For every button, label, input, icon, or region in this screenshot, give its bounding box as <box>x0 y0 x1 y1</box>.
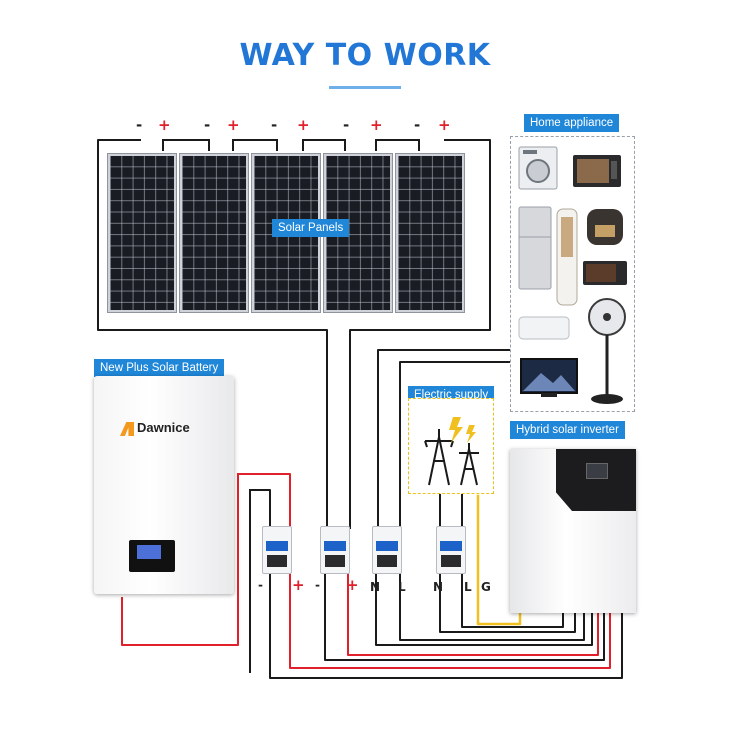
battery-lcd <box>137 545 161 559</box>
battery-label: New Plus Solar Battery <box>94 359 225 377</box>
terminal-b4-g: G <box>481 580 491 594</box>
wall-ac-icon <box>518 316 570 340</box>
solar-panel-5 <box>396 154 464 312</box>
terminal-b1-neg: - <box>258 578 263 592</box>
battery-to-bottom-red <box>121 473 239 646</box>
oven-icon <box>573 155 621 187</box>
panel-4-pos: + <box>370 116 383 134</box>
panel-5-neg: - <box>414 116 421 134</box>
panel-1-neg: - <box>136 116 143 134</box>
solar-battery: Dawnice <box>94 376 234 594</box>
panel-jumper-1 <box>162 139 210 151</box>
terminal-b1-pos: + <box>292 576 305 594</box>
terminal-b4-l: L <box>464 580 472 594</box>
refrigerator-icon <box>518 206 552 290</box>
solar-panel-1 <box>108 154 176 312</box>
tv-icon <box>520 358 578 397</box>
dawnice-logo-icon <box>120 422 134 436</box>
rice-cooker-icon <box>587 209 623 245</box>
battery-wire-neg <box>249 489 271 673</box>
battery-display <box>129 540 175 572</box>
panel-5-pos: + <box>438 116 451 134</box>
bus-black-2 <box>324 573 605 661</box>
panel-4-neg: - <box>343 116 350 134</box>
terminal-b2-pos: + <box>346 576 359 594</box>
terminal-b4-n: N <box>433 580 444 594</box>
home-appliance-label: Home appliance <box>524 114 620 132</box>
bus-l1 <box>399 573 585 641</box>
bus-l2 <box>461 573 564 628</box>
breaker-grid <box>436 526 466 574</box>
terminal-b3-n: N <box>370 580 381 594</box>
bus-black-1 <box>269 573 623 679</box>
electric-supply-box <box>408 398 494 494</box>
solar-panels-label: Solar Panels <box>272 219 350 237</box>
bus-red-2 <box>347 573 599 656</box>
panel-jumper-4 <box>375 139 420 151</box>
battery-wire-pos <box>237 473 291 529</box>
panel-string-left <box>97 139 328 529</box>
lightning-icon <box>449 417 463 443</box>
air-conditioner-tower-icon <box>556 208 578 306</box>
breaker-load <box>372 526 402 574</box>
appliance-feed-1 <box>377 349 513 529</box>
hybrid-inverter <box>510 449 636 613</box>
bus-n2 <box>439 573 576 633</box>
bus-ground <box>476 494 522 626</box>
breaker-pv <box>320 526 350 574</box>
inverter-label: Hybrid solar inverter <box>510 421 625 439</box>
panel-1-pos: + <box>158 116 171 134</box>
appliance-feed-2 <box>399 361 513 529</box>
panel-jumper-3 <box>302 139 346 151</box>
bus-n1 <box>375 573 593 646</box>
panel-3-neg: - <box>271 116 278 134</box>
page-title: WAY TO WORK <box>239 38 491 73</box>
fan-icon <box>588 298 626 404</box>
breaker-battery <box>262 526 292 574</box>
microwave-icon <box>583 261 627 285</box>
washing-machine-icon <box>518 146 558 190</box>
panel-3-pos: + <box>297 116 310 134</box>
inverter-display <box>586 463 608 479</box>
inverter-front-panel <box>556 449 636 511</box>
terminal-b3-l: L <box>398 580 406 594</box>
appliance-icons <box>518 146 627 404</box>
lightning-icon <box>466 425 476 443</box>
solar-panel-2 <box>180 154 248 312</box>
power-tower-icon <box>424 417 479 486</box>
terminal-b2-neg: - <box>315 578 320 592</box>
title-underline <box>329 86 401 89</box>
battery-brand: Dawnice <box>137 420 190 435</box>
panel-string-right <box>349 139 491 529</box>
panel-2-pos: + <box>227 116 240 134</box>
bus-red-1 <box>289 573 611 669</box>
panel-jumper-2 <box>232 139 278 151</box>
panel-2-neg: - <box>204 116 211 134</box>
home-appliance-box <box>510 136 635 412</box>
